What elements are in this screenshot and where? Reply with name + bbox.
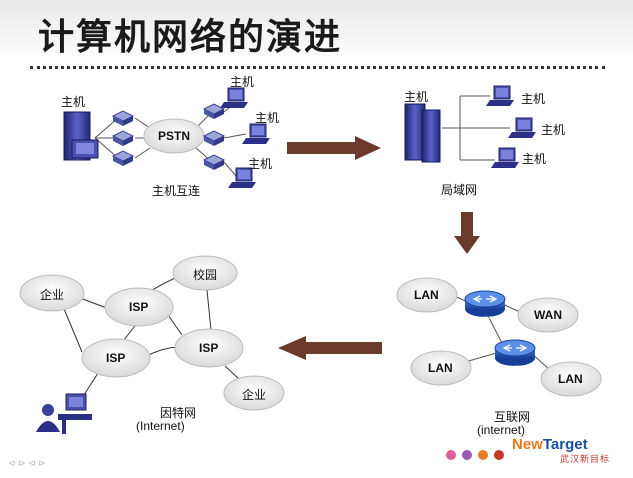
slide-nav-controls[interactable]: ⊲ ⊳ ⊲ ⊳ [8,458,46,468]
internet-caption: 因特网 [160,406,197,420]
logo-dot [462,450,472,460]
pstn-label: PSTN [158,129,191,143]
lan-label: LAN [428,361,453,375]
lan-group [404,85,537,169]
router-icon [464,290,506,317]
mainframe-server-icon [63,111,99,161]
isp-label: ISP [106,351,126,365]
host-label: 主机 [248,157,273,171]
router-text: ROUTER [505,364,522,369]
campus-label: 校园 [193,268,218,282]
interconnect-group [396,277,602,397]
host-pc-icon [219,87,249,109]
host-pc-icon [241,123,271,145]
page-title: 计算机网络的演进 [38,17,343,58]
lan-server-icon [404,103,441,163]
lan-cloud [396,277,458,313]
lan-label: LAN [414,288,439,302]
arrow-down-icon [454,212,480,254]
campus-cloud [172,255,238,291]
host-label: 主机 [522,152,547,166]
dotted-divider [30,66,605,69]
host-label: 主机 [230,75,255,89]
switch-icon [112,130,134,147]
enterprise-label: 企业 [40,288,65,302]
host-interconnect-caption: 主机互连 [152,184,201,198]
wan-label: WAN [534,308,562,322]
host-pc-icon [490,147,520,169]
switch-icon [112,150,134,167]
wan-cloud [517,297,579,333]
isp-label: ISP [199,341,219,355]
title-band [0,0,633,60]
host-interconnect-group [63,87,271,189]
switch-icon [112,110,134,127]
logo-new: New [512,436,543,453]
logo-dot [478,450,488,460]
lan-cloud [410,350,472,386]
enterprise-cloud [223,375,285,411]
logo-target: Target [542,436,588,453]
user-workstation-icon [36,393,92,434]
arrow-right-icon [287,136,381,160]
isp-label: ISP [129,300,149,314]
enterprise-cloud [19,274,85,312]
newtarget-logo: NewTarget [512,436,588,453]
host-label: 主机 [255,111,280,125]
internet-group [19,255,285,434]
interconnect-caption: 互联网 [494,410,531,424]
lan-links [442,95,510,161]
switch-icon [203,130,225,147]
isp-cloud [174,328,244,368]
arrow-left-icon [278,336,382,360]
internet-caption-en: (Internet) [136,419,185,433]
isp-cloud [81,338,151,378]
lan-cloud [540,361,602,397]
logo-dot [446,450,456,460]
router-text: ROUTER [475,315,492,320]
host-pc-icon [507,117,537,139]
isp-cloud [104,287,174,327]
logo-dot [494,450,504,460]
host-label: 主机 [541,123,566,137]
lan-caption: 局域网 [441,183,478,197]
host-label: 主机 [404,90,429,104]
router-icon [494,339,536,366]
host-label: 主机 [521,92,546,106]
logo-subtitle: 武汉新目标 [560,454,611,464]
interconnect-caption-en: (internet) [477,423,526,437]
lan-label: LAN [558,372,583,386]
enterprise-label: 企业 [242,388,267,402]
host-label: 主机 [61,95,86,109]
host-pc-icon [485,85,515,107]
